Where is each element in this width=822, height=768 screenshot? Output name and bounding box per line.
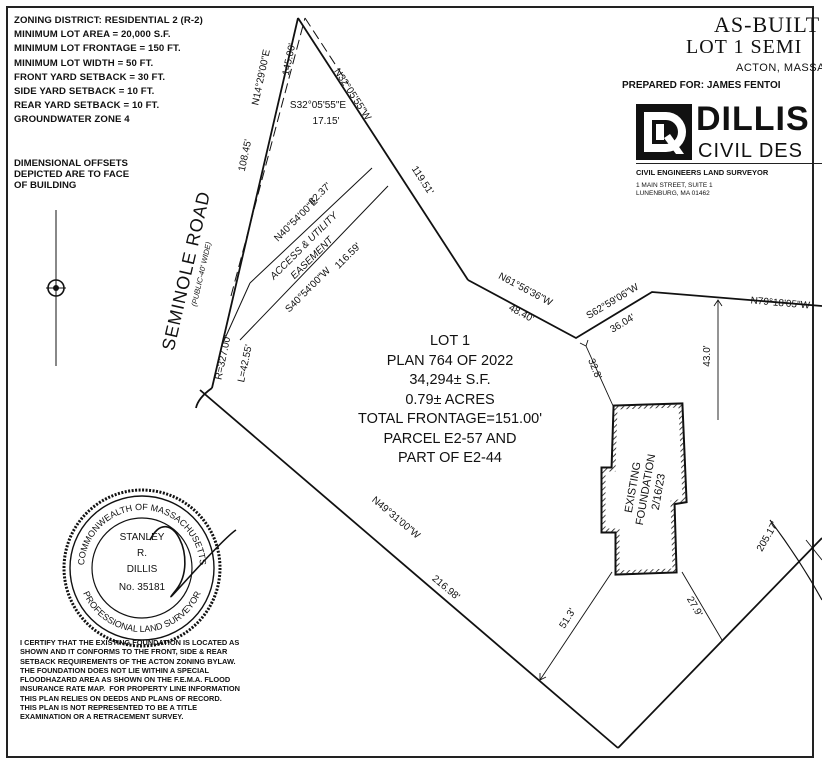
zoning-note: MINIMUM LOT AREA = 20,000 S.F. [14, 29, 171, 41]
distance-label: 48.40' [507, 303, 536, 325]
svg-text:PROFESSIONAL LAND SURVEYOR: PROFESSIONAL LAND SURVEYOR [81, 589, 203, 634]
distance-label: 216.98' [430, 573, 462, 602]
seal-ring-text-bottom: PROFESSIONAL LAND SURVEYOR [81, 589, 203, 634]
distance-label: 116.59' [333, 241, 363, 271]
zoning-note: SIDE YARD SETBACK = 10 FT. [14, 86, 155, 98]
distance-label: 205.17' [755, 520, 781, 554]
offsets-note: DIMENSIONAL OFFSETS DEPICTED ARE TO FACE… [14, 158, 130, 192]
plan-title: AS-BUILT [714, 12, 821, 37]
zoning-note: REAR YARD SETBACK = 10 FT. [14, 100, 160, 112]
offset-lines [539, 299, 822, 681]
zoning-note: MINIMUM LOT WIDTH = 50 FT. [14, 57, 154, 69]
distance-label: 119.51' [409, 164, 436, 197]
bearing-label: S32°05'55"E [290, 100, 346, 111]
road-label: SEMINOLE ROAD (PUBLIC-40' WIDE) [158, 189, 214, 352]
signature-stroke [149, 525, 237, 598]
certification-note: I CERTIFY THAT THE EXISTING FOUNDATION I… [20, 638, 240, 722]
offset-label: 32.8' [585, 357, 603, 381]
foundation-label: EXISTING FOUNDATION 2/16/23 [623, 453, 668, 526]
zoning-note: ZONING DISTRICT: RESIDENTIAL 2 (R-2) [14, 15, 203, 26]
seal-name-2: R. [137, 548, 147, 559]
lot-line: 34,294± S.F. [409, 372, 491, 388]
surveyor-seal: COMMONWEALTH OF MASSACHUSETTS PROFESSION… [62, 488, 237, 648]
bearing-label: N49°31'00"W [369, 495, 422, 542]
plan-subtitle: LOT 1 SEMI [686, 36, 803, 58]
offset-label: 27.9' [684, 595, 704, 619]
north-arrow-icon [46, 210, 66, 366]
curve-radius: R=327.00' [213, 334, 233, 381]
zoning-note: MINIMUM LOT FRONTAGE = 150 FT. [14, 43, 181, 55]
bearing-label: N79°18'05"W [750, 295, 811, 311]
bearing-label: N32°05'55"W [331, 67, 373, 123]
easement-lines [221, 17, 389, 346]
adjacent-lot-line [769, 519, 822, 601]
lot-line: LOT 1 [429, 333, 471, 349]
foundation-hatch [602, 404, 686, 574]
lot-label: LOT 1 PLAN 764 OF 2022 34,294± S.F. 0.79… [330, 332, 570, 469]
firm-name: DILLIS [696, 100, 810, 138]
firm-services: CIVIL ENGINEERS LAND SURVEYOR [636, 168, 769, 177]
curve-length: L=42.55' [236, 344, 255, 384]
lot-line: 0.79± ACRES [405, 391, 495, 408]
zoning-note: FRONT YARD SETBACK = 30 FT. [14, 71, 166, 83]
firm-divider [636, 163, 822, 164]
offset-label: 43.0' [702, 345, 713, 366]
distance-label: 17.15' [313, 116, 340, 127]
plan-location: ACTON, MASSA [736, 62, 822, 74]
zoning-note: GROUNDWATER ZONE 4 [14, 114, 130, 126]
lot-line: TOTAL FRONTAGE=151.00' [358, 411, 542, 427]
lot-line: PART OF E2-44 [398, 450, 502, 466]
lot-line: PARCEL E2-57 AND [383, 430, 517, 447]
plan-border [6, 6, 814, 758]
prepared-for: PREPARED FOR: JAMES FENTOI [622, 80, 781, 91]
bearing-label: N61°56'36"W [496, 271, 554, 309]
distance-label: 145.00' [281, 42, 299, 76]
distance-label: 108.45' [237, 138, 255, 172]
firm-subtitle: CIVIL DES [698, 140, 803, 162]
firm-address: 1 MAIN STREET, SUITE 1 LUNENBURG, MA 014… [636, 182, 713, 197]
bearing-label: N14°29'00"E [250, 48, 273, 106]
zoning-notes: ZONING DISTRICT: RESIDENTIAL 2 (R-2) MIN… [14, 14, 203, 128]
seal-name-3: DILLIS [127, 564, 158, 575]
seal-name-1: STANLEY [120, 532, 165, 543]
firm-logo-icon [636, 104, 692, 160]
lot-line: PLAN 764 OF 2022 [386, 352, 514, 369]
lot-boundary [195, 17, 822, 749]
seal-number: No. 35181 [119, 582, 166, 593]
distance-label: 82.37' [307, 181, 334, 208]
